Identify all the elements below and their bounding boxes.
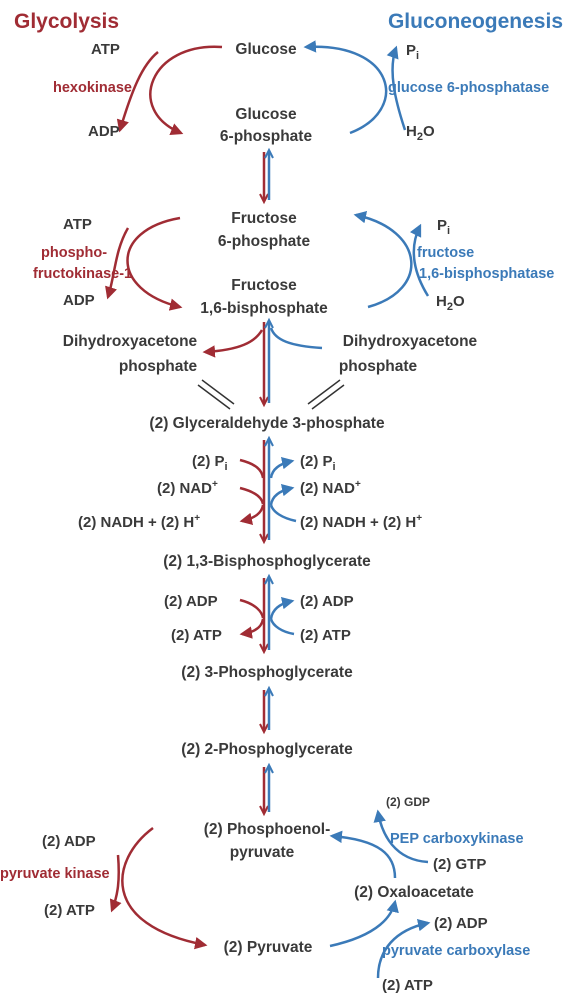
cofactor-2nad-right: (2) NAD+ — [300, 479, 361, 497]
isomerase-right-b — [311, 384, 345, 410]
cofactor-2atp-pc: (2) ATP — [382, 977, 433, 994]
cofactor-2nadh-left: (2) NADH + (2) H+ — [78, 513, 200, 531]
cofactor-2adp-right: (2) ADP — [300, 593, 354, 610]
arrow-nad-out — [269, 483, 295, 506]
arrow-atp-out — [239, 618, 265, 639]
metabolite-2pg: (2) 2-Phosphoglycerate — [181, 741, 353, 758]
cofactor-2pi-left: (2) Pi — [192, 453, 228, 473]
arrow-to-dhap-left — [202, 329, 264, 358]
cofactor-h2o-1: H2O — [406, 123, 435, 143]
cofactor-2gdp: (2) GDP — [386, 795, 430, 809]
arrow-hexokinase-cofactor — [116, 51, 159, 133]
arrow-fbpase1 — [353, 211, 413, 309]
metabolite-pep-line1: (2) Phosphoenol- — [204, 821, 331, 838]
title-gluconeogenesis: Gluconeogenesis — [388, 10, 563, 33]
arrow-pi-in — [239, 458, 265, 479]
metabolite-f6p-line2: 6-phosphate — [218, 233, 311, 250]
cofactor-2nadh-right: (2) NADH + (2) H+ — [300, 513, 422, 531]
metabolite-pyruvate: (2) Pyruvate — [224, 939, 313, 956]
enzyme-pep-carboxykinase: PEP carboxykinase — [390, 831, 524, 847]
arrow-pepck-cofactor — [373, 809, 429, 864]
enzyme-pfk1-line2: fructokinase-1 — [33, 266, 132, 282]
arrow-adp-out — [269, 596, 295, 620]
arrow-hexokinase — [149, 45, 223, 135]
metabolite-gap: (2) Glyceraldehyde 3-phosphate — [149, 415, 385, 432]
metabolite-dhap-left-line1: Dihydroxyacetone — [63, 333, 198, 350]
cofactor-2gtp: (2) GTP — [433, 856, 486, 873]
metabolite-3pg: (2) 3-Phosphoglycerate — [181, 664, 353, 681]
arrow-atp-in — [269, 618, 295, 636]
enzyme-pfk1-line1: phospho- — [41, 245, 107, 261]
cofactor-2adp-pyk: (2) ADP — [42, 833, 96, 850]
arrow-g6pase-cofactor — [386, 45, 407, 131]
metabolite-f16bp-line1: Fructose — [231, 277, 297, 294]
cofactor-pi-1: Pi — [406, 42, 419, 62]
arrow-pi-out — [269, 456, 295, 479]
arrow-nad-in — [239, 486, 265, 505]
arrow-nadh-in — [269, 504, 297, 523]
cofactor-atp-2: ATP — [63, 216, 92, 233]
arrow-adp-in — [239, 598, 265, 619]
arrow-pep-carboxykinase — [329, 830, 397, 879]
arrow-pfk1 — [126, 216, 183, 311]
enzyme-fbpase1-line2: 1,6-bisphosphatase — [419, 266, 554, 282]
metabolite-f6p-line1: Fructose — [231, 210, 297, 227]
cofactor-2atp-left: (2) ATP — [171, 627, 222, 644]
enzyme-glucose-6-phosphatase: glucose 6-phosphatase — [388, 80, 549, 96]
metabolite-dhap-right-line2: phosphate — [339, 358, 418, 375]
cofactor-adp-2: ADP — [63, 292, 95, 309]
cofactor-pi-2: Pi — [437, 217, 450, 237]
metabolite-oaa: (2) Oxaloacetate — [354, 884, 474, 901]
metabolite-f16bp-line2: 1,6-bisphosphate — [200, 300, 328, 317]
cofactor-2nad-left: (2) NAD+ — [157, 479, 218, 497]
metabolite-pep-line2: pyruvate — [230, 844, 295, 861]
arrow-glucose-6-phosphatase — [303, 40, 388, 135]
metabolite-g6p-line1: Glucose — [235, 106, 297, 123]
arrow-pyruvate-kinase — [121, 826, 208, 950]
enzyme-pyruvate-carboxylase: pyruvate carboxylase — [382, 943, 530, 959]
arrow-nadh-out — [239, 504, 265, 526]
metabolite-dhap-right-line1: Dihydroxyacetone — [343, 333, 478, 350]
metabolite-bpg: (2) 1,3-Bisphosphoglycerate — [163, 553, 371, 570]
metabolite-g6p-line2: 6-phosphate — [220, 128, 313, 145]
enzyme-fbpase1-line1: fructose — [417, 245, 474, 261]
enzyme-pyruvate-kinase: pyruvate kinase — [0, 866, 110, 882]
isomerase-left-a — [201, 379, 235, 405]
enzyme-hexokinase: hexokinase — [53, 80, 132, 96]
title-glycolysis: Glycolysis — [14, 10, 119, 33]
cofactor-2pi-right: (2) Pi — [300, 453, 336, 473]
arrow-from-dhap-right — [269, 327, 323, 350]
cofactor-atp-1: ATP — [91, 41, 120, 58]
cofactor-2adp-pc: (2) ADP — [434, 915, 488, 932]
arrow-pc-cofactor — [376, 918, 431, 979]
metabolite-dhap-left-line2: phosphate — [119, 358, 198, 375]
arrow-pfk1-cofactor — [105, 227, 130, 300]
cofactor-adp-1: ADP — [88, 123, 120, 140]
cofactor-2adp-left: (2) ADP — [164, 593, 218, 610]
arrow-fbpase1-cofactor — [409, 223, 430, 297]
isomerase-left-b — [197, 384, 231, 410]
metabolite-glucose: Glucose — [235, 41, 297, 58]
cofactor-h2o-2: H2O — [436, 293, 465, 313]
cofactor-2atp-right: (2) ATP — [300, 627, 351, 644]
arrow-pyk-cofactor — [109, 854, 122, 913]
cofactor-2atp-pyk: (2) ATP — [44, 902, 95, 919]
isomerase-right-a — [307, 379, 341, 405]
arrow-pyruvate-carboxylase — [329, 899, 399, 948]
